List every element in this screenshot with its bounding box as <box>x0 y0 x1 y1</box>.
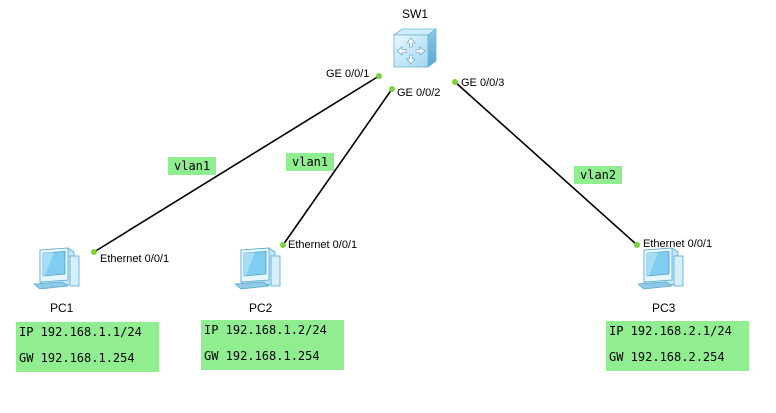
port-dot-sw1-ge003 <box>452 79 458 85</box>
link-sw1-pc1[interactable] <box>93 75 380 253</box>
pc2-label: PC2 <box>249 301 273 315</box>
port-label-pc2-eth: Ethernet 0/0/1 <box>288 239 358 251</box>
pc3-label: PC3 <box>652 301 676 315</box>
switch-icon[interactable] <box>392 27 438 74</box>
port-dot-pc3-eth <box>634 242 640 248</box>
pc-icon[interactable] <box>233 246 283 297</box>
ip-config-pc3: IP 192.168.2.1/24 GW 192.168.2.254 <box>606 321 749 371</box>
port-dot-pc2-eth <box>280 242 286 248</box>
gateway-text: GW 192.168.1.254 <box>19 351 135 365</box>
vlan-tag-link1: vlan1 <box>168 157 217 175</box>
vlan-tag-link2: vlan1 <box>286 153 335 171</box>
pc-icon[interactable] <box>636 246 686 297</box>
link-sw1-pc3[interactable] <box>454 81 638 246</box>
ip-address-text: IP 192.168.2.1/24 <box>609 324 732 338</box>
link-sw1-pc2[interactable] <box>282 88 393 246</box>
port-dot-pc1-eth <box>91 249 97 255</box>
port-label-ge001: GE 0/0/1 <box>326 68 370 80</box>
pc1-label: PC1 <box>50 301 74 315</box>
gateway-text: GW 192.168.2.254 <box>609 350 725 364</box>
ip-config-pc2: IP 192.168.1.2/24 GW 192.168.1.254 <box>201 320 344 370</box>
ip-config-pc1: IP 192.168.1.1/24 GW 192.168.1.254 <box>16 322 159 372</box>
port-dot-sw1-ge002 <box>389 86 395 92</box>
ip-address-text: IP 192.168.1.1/24 <box>19 325 142 339</box>
port-label-ge003: GE 0/0/3 <box>461 77 505 89</box>
sw1-label: SW1 <box>402 7 429 21</box>
port-label-ge002: GE 0/0/2 <box>397 87 441 99</box>
vlan-tag-link3: vlan2 <box>574 166 623 184</box>
pc-icon[interactable] <box>32 246 82 297</box>
port-label-pc1-eth: Ethernet 0/0/1 <box>100 253 170 265</box>
ip-address-text: IP 192.168.1.2/24 <box>204 323 327 337</box>
port-dot-sw1-ge001 <box>376 73 382 79</box>
port-label-pc3-eth: Ethernet 0/0/1 <box>643 238 713 250</box>
gateway-text: GW 192.168.1.254 <box>204 349 320 363</box>
